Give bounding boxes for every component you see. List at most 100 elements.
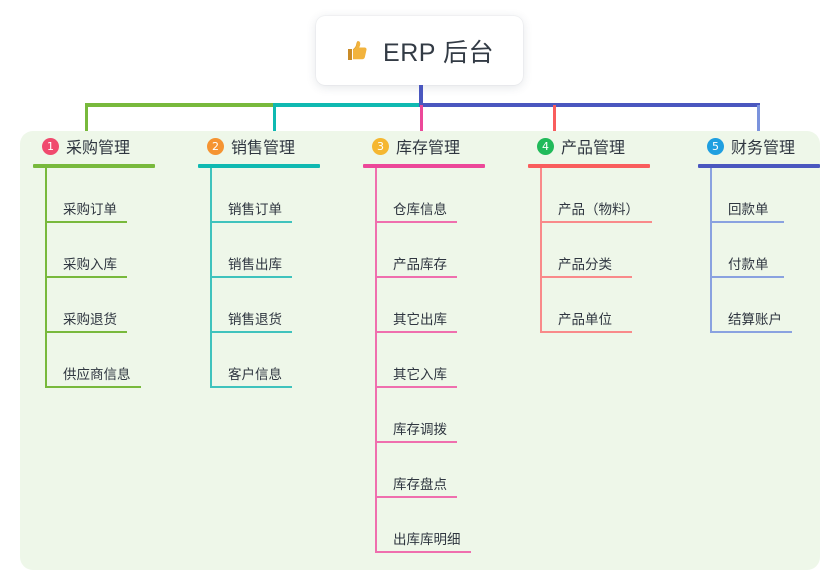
branch-item[interactable]: 产品库存 (375, 223, 533, 278)
root-title: ERP 后台 (383, 38, 494, 67)
branch-column-1: 1 采购管理采购订单采购入库采购退货供应商信息 (33, 131, 193, 388)
branch-spine (540, 168, 542, 333)
branch-item-rule (45, 276, 127, 278)
branch-item-label: 客户信息 (228, 367, 282, 382)
branch-spine (45, 168, 47, 388)
branch-item[interactable]: 其它出库 (375, 278, 533, 333)
branch-item-list: 回款单付款单结算账户 (710, 168, 839, 333)
connector-stub-2 (273, 105, 276, 133)
branch-header-rule (198, 164, 320, 168)
branch-spine (375, 168, 377, 553)
branch-item-rule (210, 276, 292, 278)
branch-item-label: 采购入库 (63, 257, 117, 272)
branch-title: 产品管理 (561, 140, 626, 157)
branch-index-badge: 3 (372, 137, 389, 155)
branch-item-list: 采购订单采购入库采购退货供应商信息 (45, 168, 193, 388)
branch-item-label: 产品库存 (393, 257, 447, 272)
branch-item-label: 产品单位 (558, 312, 612, 327)
branch-item[interactable]: 销售订单 (210, 168, 358, 223)
branch-item[interactable]: 产品分类 (540, 223, 703, 278)
branch-item-rule (540, 331, 632, 333)
branch-header-rule (528, 164, 650, 168)
branch-item[interactable]: 结算账户 (710, 278, 839, 333)
branch-item-rule (210, 221, 292, 223)
branch-header-rule (698, 164, 820, 168)
branch-item[interactable]: 采购订单 (45, 168, 193, 223)
branch-item-label: 出库库明细 (393, 532, 461, 547)
branch-item[interactable]: 仓库信息 (375, 168, 533, 223)
branch-item-rule (375, 386, 457, 388)
branch-index-badge: 1 (42, 137, 59, 155)
branch-item-label: 结算账户 (728, 312, 782, 327)
branch-header-4[interactable]: 4 产品管理 (528, 131, 703, 161)
branch-item-rule (45, 386, 141, 388)
branch-item-rule (540, 276, 632, 278)
branch-item[interactable]: 回款单 (710, 168, 839, 223)
branch-item-label: 其它入库 (393, 367, 447, 382)
branch-item-label: 回款单 (728, 202, 769, 217)
branch-item-rule (375, 331, 457, 333)
connector-root-stem (419, 85, 423, 105)
connector-stub-4 (553, 105, 556, 133)
branch-index-badge: 2 (207, 137, 224, 155)
branch-item[interactable]: 库存盘点 (375, 443, 533, 498)
branch-title: 采购管理 (66, 140, 131, 157)
branch-header-2[interactable]: 2 销售管理 (198, 131, 358, 161)
thumbs-up-icon (345, 38, 371, 64)
branch-item-rule (540, 221, 652, 223)
branch-item[interactable]: 销售退货 (210, 278, 358, 333)
branch-item-rule (210, 331, 292, 333)
branch-item[interactable]: 产品（物料） (540, 168, 703, 223)
branch-item-label: 库存盘点 (393, 477, 447, 492)
branch-item-label: 产品分类 (558, 257, 612, 272)
branch-item-label: 其它出库 (393, 312, 447, 327)
branch-item[interactable]: 供应商信息 (45, 333, 193, 388)
root-node-erp-backend[interactable]: ERP 后台 (316, 16, 523, 85)
branch-item[interactable]: 采购退货 (45, 278, 193, 333)
branch-column-4: 4 产品管理产品（物料） 产品分类产品单位 (528, 131, 703, 333)
branch-spine (710, 168, 712, 333)
branch-item-rule (710, 276, 784, 278)
branch-item[interactable]: 付款单 (710, 223, 839, 278)
branch-item[interactable]: 产品单位 (540, 278, 703, 333)
branch-index-badge: 5 (707, 137, 724, 155)
branch-item-list: 仓库信息产品库存其它出库其它入库库存调拨库存盘点出库库明细 (375, 168, 533, 553)
branch-item-rule (45, 331, 127, 333)
branch-item[interactable]: 其它入库 (375, 333, 533, 388)
branch-item-label: 销售订单 (228, 202, 282, 217)
branch-item-rule (375, 441, 457, 443)
branch-header-rule (33, 164, 155, 168)
branch-spine (210, 168, 212, 388)
branch-column-5: 5 财务管理回款单付款单结算账户 (698, 131, 839, 333)
branch-item-label: 销售出库 (228, 257, 282, 272)
branch-item[interactable]: 采购入库 (45, 223, 193, 278)
branch-title: 销售管理 (231, 140, 296, 157)
branch-index-badge: 4 (537, 137, 554, 155)
branch-item[interactable]: 库存调拨 (375, 388, 533, 443)
connector-stub-1 (85, 105, 88, 133)
connector-stub-5 (757, 105, 760, 133)
branch-item-list: 产品（物料） 产品分类产品单位 (540, 168, 703, 333)
branch-item-label: 产品（物料） (558, 202, 639, 217)
branch-item-label: 销售退货 (228, 312, 282, 327)
branch-header-5[interactable]: 5 财务管理 (698, 131, 839, 161)
branch-column-3: 3 库存管理仓库信息产品库存其它出库其它入库库存调拨库存盘点出库库明细 (363, 131, 533, 553)
connector-bar-segment-1 (85, 103, 275, 107)
branch-header-rule (363, 164, 485, 168)
branch-item-label: 库存调拨 (393, 422, 447, 437)
connector-bar-segment-3 (419, 103, 760, 107)
branch-item-rule (710, 221, 784, 223)
branch-header-3[interactable]: 3 库存管理 (363, 131, 533, 161)
branch-header-1[interactable]: 1 采购管理 (33, 131, 193, 161)
branch-item[interactable]: 出库库明细 (375, 498, 533, 553)
branch-item-label: 采购退货 (63, 312, 117, 327)
branch-title: 库存管理 (396, 140, 461, 157)
branches-panel: 1 采购管理采购订单采购入库采购退货供应商信息 2 销售管理销售订单销售出库销售退货客… (20, 131, 820, 570)
branch-item[interactable]: 客户信息 (210, 333, 358, 388)
branch-item[interactable]: 销售出库 (210, 223, 358, 278)
branch-item-rule (210, 386, 292, 388)
branch-item-rule (375, 496, 457, 498)
branch-title: 财务管理 (731, 140, 796, 157)
branch-item-label: 仓库信息 (393, 202, 447, 217)
